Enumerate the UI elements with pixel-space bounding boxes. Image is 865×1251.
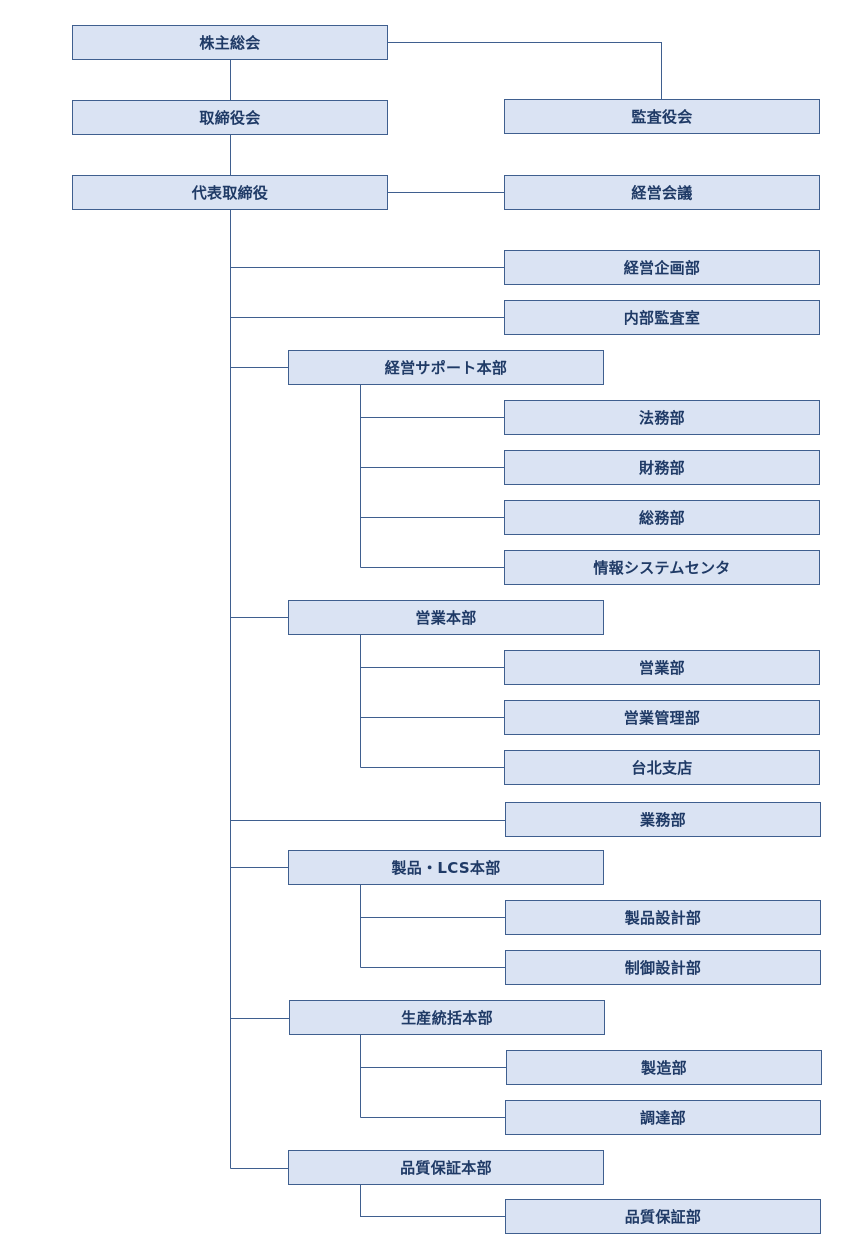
node-sales-hq: 営業本部 (288, 600, 604, 635)
node-management-meeting: 経営会議 (504, 175, 820, 210)
node-product-design: 製品設計部 (505, 900, 821, 935)
node-operations: 業務部 (505, 802, 821, 837)
node-board-of-directors: 取締役会 (72, 100, 388, 135)
node-general-affairs: 総務部 (504, 500, 820, 535)
connector-shareholders-audit (387, 42, 662, 99)
node-manufacturing: 製造部 (506, 1050, 822, 1085)
node-procurement: 調達部 (505, 1100, 821, 1135)
node-sales: 営業部 (504, 650, 820, 685)
node-management-planning: 経営企画部 (504, 250, 820, 285)
node-taipei-branch: 台北支店 (504, 750, 820, 785)
node-management-support-hq: 経営サポート本部 (288, 350, 604, 385)
node-quality-assurance: 品質保証部 (505, 1199, 821, 1234)
connector-qa-sub (360, 1184, 505, 1217)
node-shareholders-meeting: 株主総会 (72, 25, 388, 60)
node-product-lcs-hq: 製品・LCS本部 (288, 850, 604, 885)
node-finance: 財務部 (504, 450, 820, 485)
node-control-design: 制御設計部 (505, 950, 821, 985)
node-quality-assurance-hq: 品質保証本部 (288, 1150, 604, 1185)
node-production-hq: 生産統括本部 (289, 1000, 605, 1035)
node-internal-audit: 内部監査室 (504, 300, 820, 335)
node-representative-director: 代表取締役 (72, 175, 388, 210)
node-information-systems-center: 情報システムセンタ (504, 550, 820, 585)
node-legal: 法務部 (504, 400, 820, 435)
node-sales-management: 営業管理部 (504, 700, 820, 735)
node-audit-board: 監査役会 (504, 99, 820, 134)
